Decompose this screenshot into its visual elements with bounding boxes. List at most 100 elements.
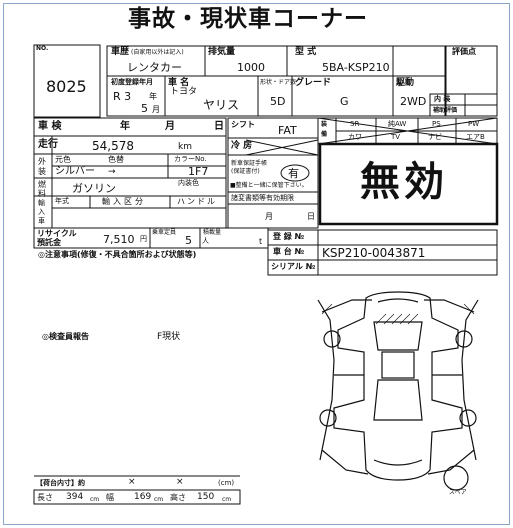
chassis-label: 車 台 № — [273, 247, 305, 256]
length-label: 長さ — [37, 493, 53, 502]
score-label: 評価点 — [452, 47, 476, 56]
serial-label: シリアル № — [271, 262, 316, 271]
history-value: レンタカー — [127, 61, 182, 74]
cargo-x2: × — [176, 477, 184, 487]
equipment-label: 装備 — [321, 121, 328, 138]
recycle-label: リサイクル預託金 — [37, 229, 77, 247]
page-title: 事故・現状車コーナー — [128, 6, 368, 32]
cargo-unit: (cm) — [218, 479, 235, 487]
spare-tire — [443, 465, 469, 491]
interior-score-label: 内 装 — [434, 95, 451, 103]
doors-value: 5D — [270, 95, 286, 108]
history-note: (自家用以外は記入) — [131, 49, 184, 56]
grade-label: グレード — [295, 78, 332, 88]
manual-note: ■整備と一緒に保管下さい。 — [230, 182, 308, 189]
original-color-value: シルバー — [55, 166, 95, 177]
import-year-label: 年式 — [55, 197, 69, 205]
recycle-unit: 円 — [140, 235, 147, 243]
registration-month-label: 月 — [152, 105, 160, 114]
grade-value: G — [340, 95, 349, 108]
color-no-label: カラーNo. — [174, 155, 207, 163]
equipment-item: カワ — [348, 133, 362, 141]
current-color-label: 色替 — [108, 155, 124, 164]
drive-label: 駆動 — [396, 78, 415, 88]
equipment-item: ナビ — [428, 133, 442, 141]
void-stamp: 無効 — [360, 158, 448, 205]
inspection-month: 月 — [165, 121, 175, 132]
cargo-label: 【荷台内寸】約 — [36, 479, 85, 487]
equipment-header: PW — [468, 120, 480, 128]
equipment-item: TV — [391, 133, 401, 141]
import-label: 輸入車 — [38, 199, 45, 225]
height-unit: cm — [222, 496, 232, 503]
mileage-label: 走行 — [38, 139, 58, 150]
doors-label: 形状・ドア数 — [260, 79, 297, 86]
equipment-header: 純AW — [388, 120, 407, 128]
width-label: 幅 — [106, 493, 114, 502]
validity-label: 諸変書類等有効期限 — [231, 194, 294, 202]
import-category-label: 輸入区分 — [102, 197, 146, 206]
registration-year-label: 年 — [149, 92, 157, 101]
fuel-label: 燃料 — [38, 180, 46, 198]
fuel-value: ガソリン — [72, 182, 116, 195]
equipment-header: SR — [350, 120, 360, 128]
inspector-value: F現状 — [157, 332, 181, 342]
supplement-score-label: 補助評価 — [433, 107, 458, 114]
cargo-x1: × — [128, 477, 136, 487]
capacity-label: 乗車定員 — [152, 229, 177, 236]
load-label: 積載量 — [203, 229, 222, 236]
inspector-label: ◎検査員報告 — [42, 332, 89, 341]
void-stamp-box — [318, 142, 499, 226]
equipment-header: PS — [432, 120, 441, 128]
height-label: 高さ — [170, 493, 186, 502]
maker-label: 車 名 — [168, 78, 190, 88]
mileage-value: 54,578 — [92, 139, 134, 153]
validity-day: 日 — [307, 212, 315, 221]
original-color-label: 元色 — [55, 155, 71, 164]
registration-label: 初度登録年月 — [111, 78, 153, 86]
registration-month: 5 — [141, 102, 148, 115]
model-label: 型 式 — [295, 47, 317, 57]
equipment-item: エアB — [466, 133, 485, 141]
lot-box — [33, 44, 101, 118]
lot-number: 8025 — [46, 77, 87, 96]
registration-no-label: 登 録 № — [273, 232, 305, 241]
shift-value: FAT — [278, 124, 297, 137]
width-value: 169 — [134, 492, 152, 502]
capacity-unit: 人 — [202, 237, 209, 245]
displacement-label: 排気量 — [208, 47, 236, 57]
recycle-value: 7,510 — [103, 233, 135, 246]
validity-month: 月 — [265, 212, 273, 221]
sheet-border — [3, 3, 510, 525]
chassis-value: KSP210-0043871 — [322, 246, 426, 260]
length-value: 394 — [66, 492, 84, 502]
displacement-value: 1000 — [237, 61, 265, 74]
top-info-box — [106, 45, 446, 117]
model-value: 5BA-KSP210 — [322, 61, 390, 74]
spare-label: スペア — [449, 489, 467, 496]
history-label: 車歴 — [111, 47, 130, 57]
registration-era: R 3 — [113, 90, 132, 103]
capacity-value: 5 — [185, 234, 192, 247]
inspection-year: 年 — [120, 121, 130, 132]
cautions-label: ◎注意事項(修復・不具合箇所および状態等) — [38, 250, 197, 259]
inspection-label: 車 検 — [38, 121, 62, 132]
manual-label: 新車保証手帳 (保証書付) — [231, 160, 268, 175]
maker-value: トヨタ — [170, 87, 198, 97]
inspection-day: 日 — [214, 121, 224, 132]
width-unit: cm — [154, 496, 164, 503]
exterior-label: 外装 — [38, 157, 46, 176]
lot-header: NO. — [36, 45, 49, 52]
drive-value: 2WD — [400, 95, 427, 108]
mileage-unit: km — [178, 142, 192, 152]
load-unit: t — [259, 237, 263, 246]
handle-label: ハンドル — [177, 197, 217, 206]
car-name: ヤリス — [203, 98, 240, 112]
interior-color-label: 内装色 — [178, 179, 199, 187]
cooler-label: 冷 房 — [231, 141, 253, 151]
manual-value: 有 — [288, 167, 299, 180]
length-unit: cm — [90, 496, 100, 503]
shift-label: シフト — [231, 120, 255, 129]
